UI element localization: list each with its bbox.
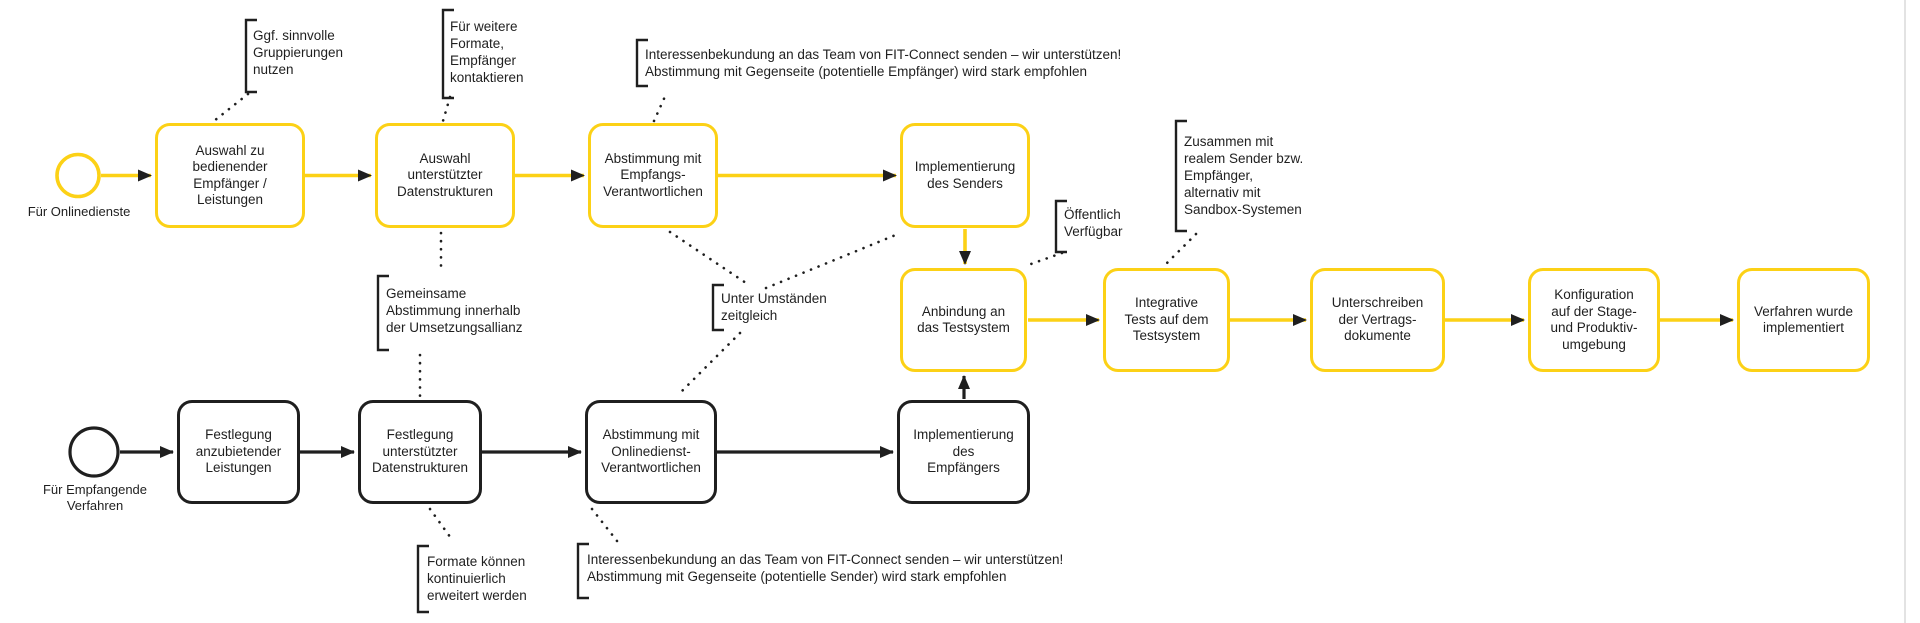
start-label-online: Für Onlinedienste — [27, 204, 131, 219]
node-abstimmung-empfangsverantwortliche: Abstimmung mit Empfangs- Verantwortliche… — [588, 123, 718, 228]
annotation-formate-erweiterbar: Formate können kontinuierlich erweitert … — [427, 554, 527, 603]
annotation-interessenbekundung-empfaenger: Interessenbekundung an das Team von FIT-… — [645, 47, 1122, 79]
node-implementierung-sender: Implementierung des Senders — [900, 123, 1030, 228]
node-auswahl-empfaenger-leistungen: Auswahl zu bedienender Empfänger / Leist… — [155, 123, 305, 228]
annotation-oeffentlich-verfuegbar: Öffentlich Verfügbar — [1064, 207, 1123, 239]
start-circle-receiving — [68, 426, 120, 478]
flow-arrows-receiving — [120, 375, 970, 458]
node-konfiguration-stage-produktiv: Konfiguration auf der Stage- und Produkt… — [1528, 268, 1660, 372]
node-unterschreiben-vertragsdokumente: Unterschreiben der Vertrags- dokumente — [1310, 268, 1445, 372]
annotation-sandbox-systeme: Zusammen mit realem Sender bzw. Empfänge… — [1184, 134, 1304, 217]
annotation-gemeinsame-abstimmung: Gemeinsame Abstimmung innerhalb der Umse… — [386, 286, 523, 335]
start-circle-online — [55, 152, 101, 199]
annotation-zeitgleich: Unter Umständen zeitgleich — [721, 291, 827, 323]
annotation-interessenbekundung-sender: Interessenbekundung an das Team von FIT-… — [587, 552, 1064, 584]
node-implementierung-empfaenger: Implementierung des Empfängers — [897, 400, 1030, 504]
dotted-annotation-connectors — [212, 90, 1198, 543]
node-festlegung-leistungen: Festlegung anzubietender Leistungen — [177, 400, 300, 504]
node-verfahren-implementiert: Verfahren wurde implementiert — [1737, 268, 1870, 372]
start-label-receiving: Für Empfangende Verfahren — [42, 482, 148, 513]
node-abstimmung-onlinedienstverantwortliche: Abstimmung mit Onlinedienst- Verantwortl… — [585, 400, 717, 504]
node-integrative-tests: Integrative Tests auf dem Testsystem — [1103, 268, 1230, 372]
annotation-weitere-formate: Für weitere Formate, Empfänger kontaktie… — [450, 19, 524, 85]
node-festlegung-datenstrukturen: Festlegung unterstützter Datenstrukturen — [358, 400, 482, 504]
annotation-brackets — [244, 8, 1187, 614]
node-auswahl-datenstrukturen: Auswahl unterstützter Datenstrukturen — [375, 123, 515, 228]
annotation-gruppierungen: Ggf. sinnvolle Gruppierungen nutzen — [253, 28, 344, 77]
node-anbindung-testsystem: Anbindung an das Testsystem — [900, 268, 1027, 372]
flow-arrows-online — [101, 169, 971, 265]
